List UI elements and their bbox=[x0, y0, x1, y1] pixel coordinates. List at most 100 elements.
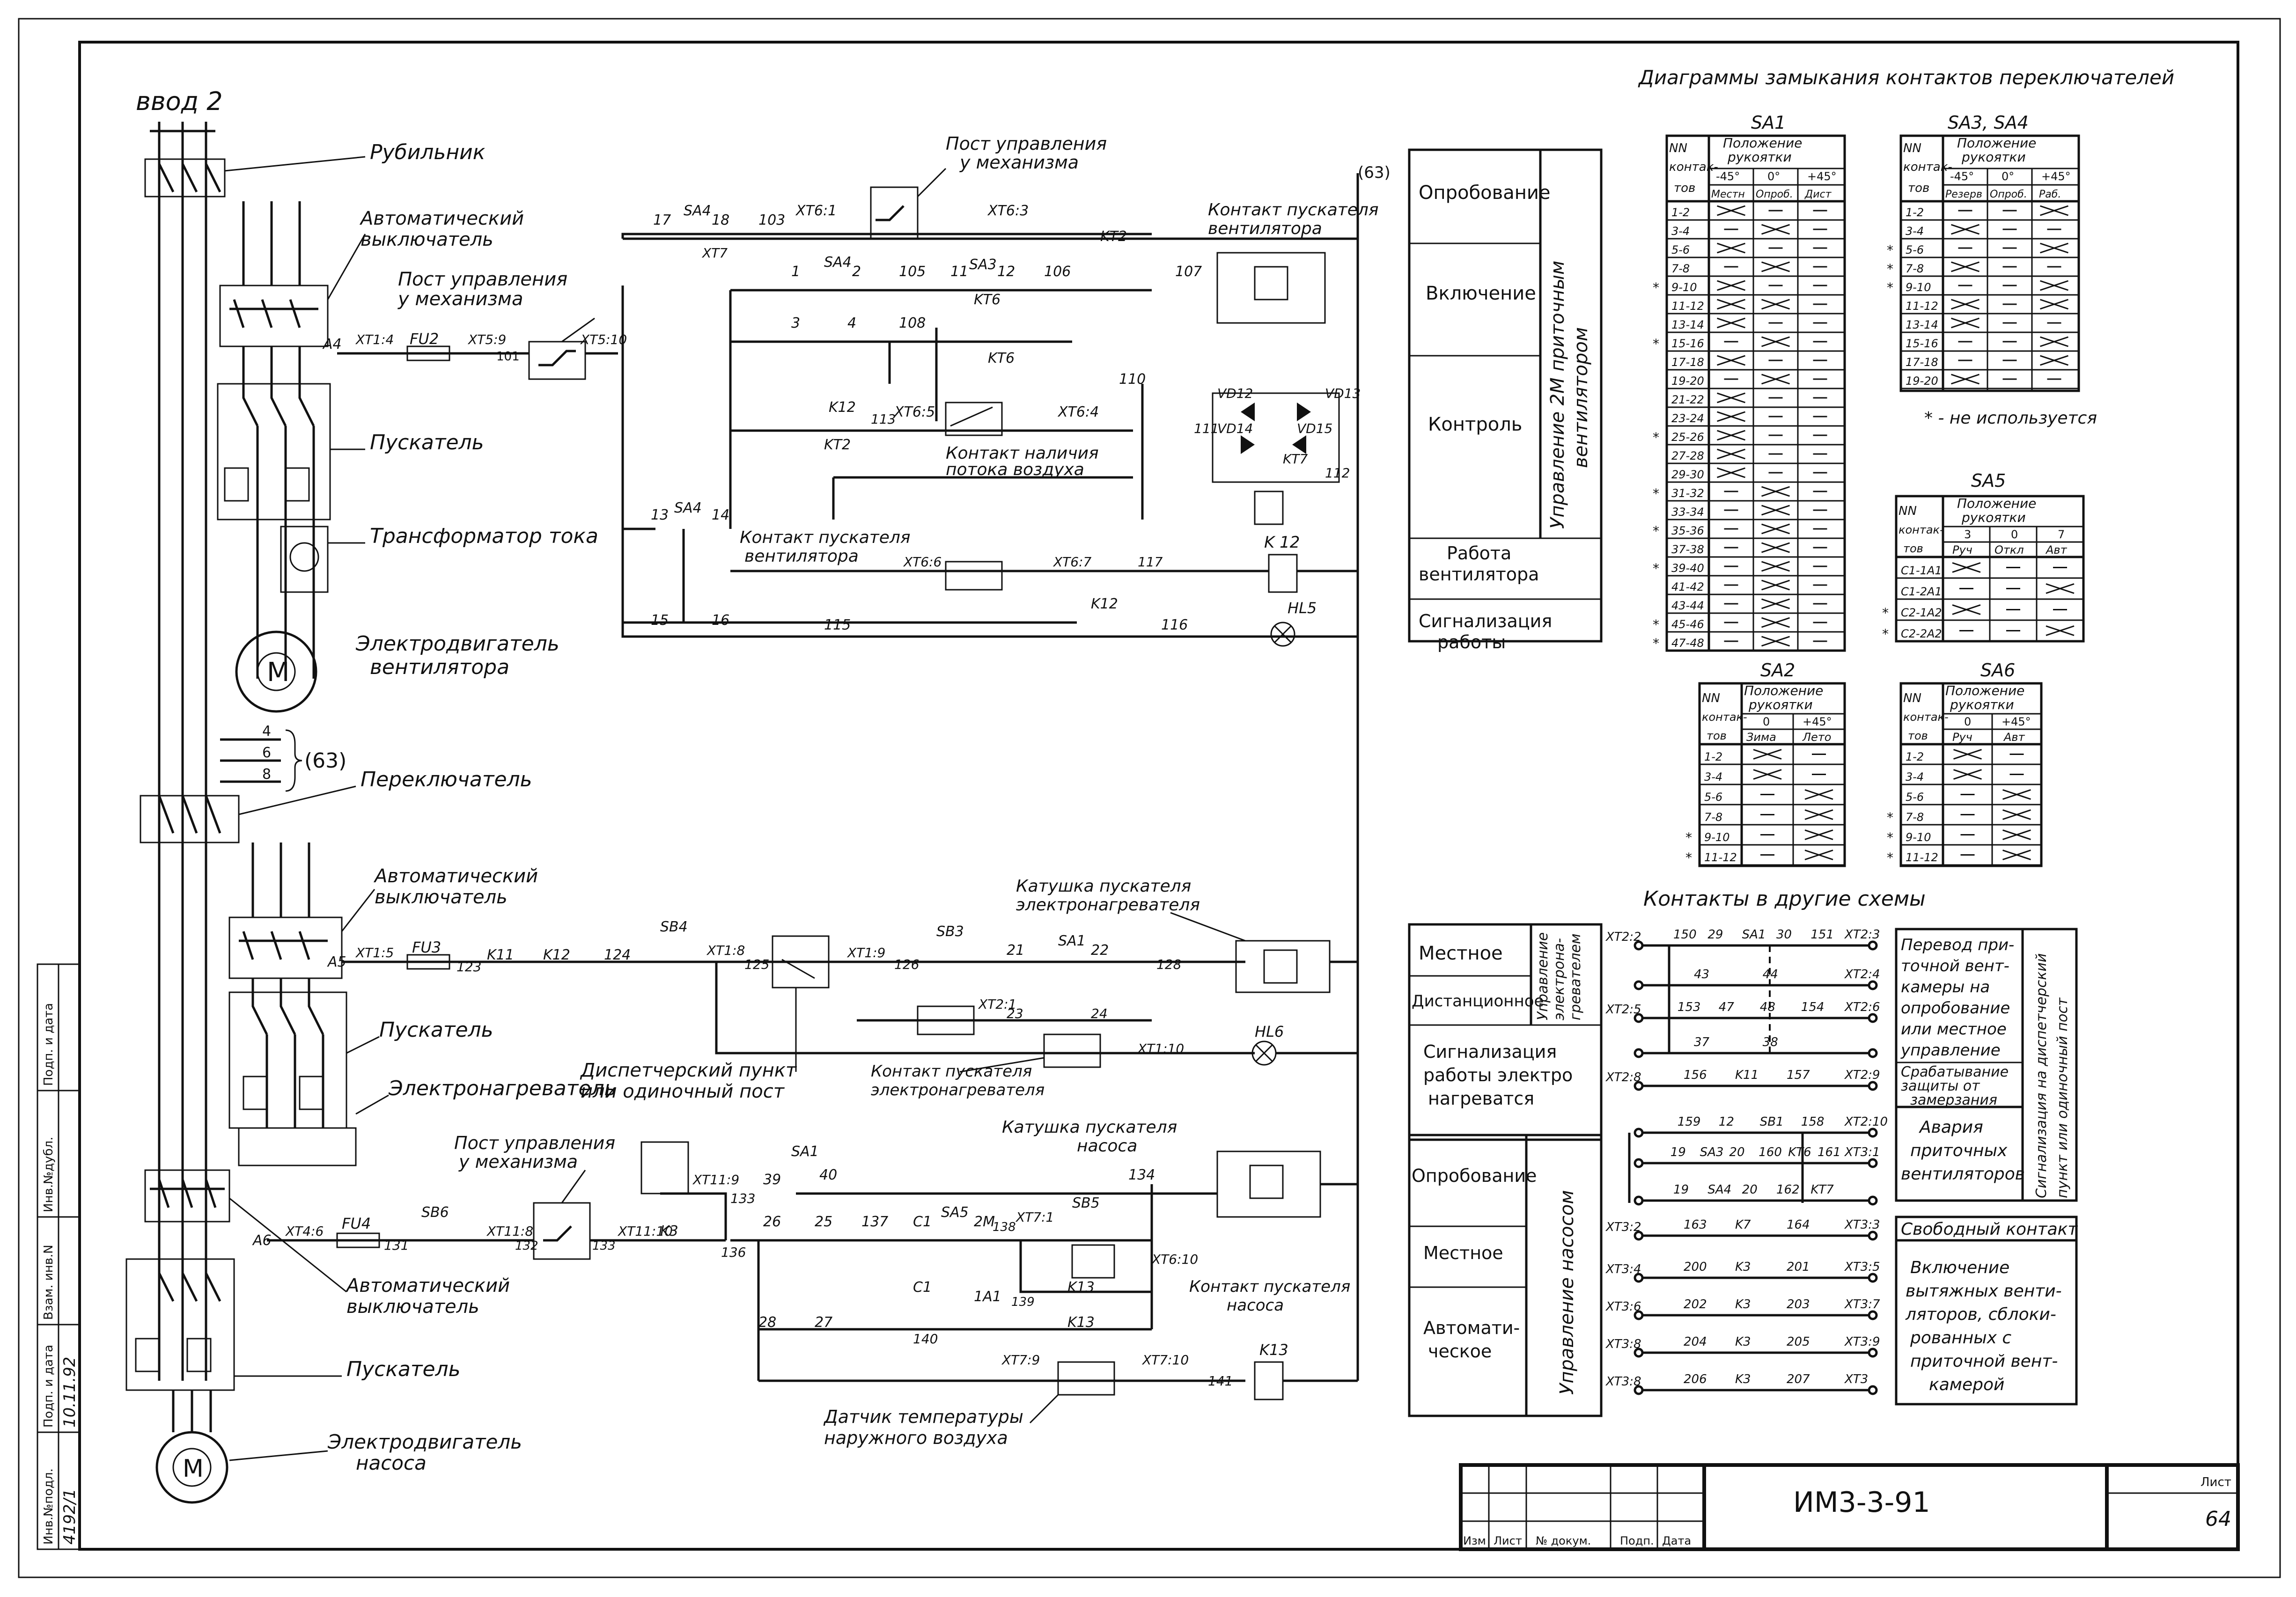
svg-text:XT2:4: XT2:4 bbox=[1844, 967, 1880, 982]
table-sa1-contact: 41-42 bbox=[1671, 580, 1704, 593]
svg-text:вытяжных венти-: вытяжных венти- bbox=[1906, 1282, 2062, 1301]
table-sa1-closed-mark bbox=[1717, 430, 1745, 441]
svg-text:Опроб.: Опроб. bbox=[1990, 189, 2027, 200]
svg-text:22: 22 bbox=[1091, 942, 1109, 959]
table-sa1-closed-mark bbox=[1717, 280, 1745, 291]
svg-text:115: 115 bbox=[824, 617, 851, 633]
table-sa34-contact: 15-16 bbox=[1906, 337, 1938, 350]
svg-text:K11: K11 bbox=[1735, 1068, 1759, 1082]
svg-text:2M: 2M bbox=[974, 1214, 995, 1230]
svg-text:107: 107 bbox=[1175, 264, 1202, 280]
svg-text:SA3: SA3 bbox=[1700, 1145, 1724, 1159]
table-sa1-contact: 47-48 bbox=[1671, 637, 1704, 650]
table-sa1-contact: 15-16 bbox=[1671, 337, 1704, 350]
table-sa6-contact: 1-2 bbox=[1906, 750, 1924, 763]
table-sa2-contact: 11-12 bbox=[1704, 851, 1737, 864]
starter-3 bbox=[125, 1258, 235, 1391]
table-sa34-contact: 9-10 bbox=[1906, 281, 1931, 294]
svg-text:XT2:5: XT2:5 bbox=[1605, 1003, 1641, 1017]
label-starter-3: Пускатель bbox=[346, 1357, 461, 1381]
svg-text:28: 28 bbox=[758, 1314, 776, 1331]
svg-text:KT6: KT6 bbox=[1788, 1145, 1811, 1159]
table-sa1-unused-mark: * bbox=[1653, 486, 1659, 501]
tb-sheet-label: Лист bbox=[2200, 1475, 2231, 1489]
svg-text:K13: K13 bbox=[1259, 1341, 1288, 1359]
svg-text:20: 20 bbox=[1729, 1145, 1744, 1159]
table-sa6-contact: 5-6 bbox=[1906, 791, 1924, 804]
table-sa6-closed-mark bbox=[1953, 749, 1982, 760]
brace-wire-8: 8 bbox=[262, 766, 271, 783]
table-sa34-unused-mark: * bbox=[1887, 242, 1893, 258]
mode-table-1: Опробование Включение Контроль Работа ве… bbox=[1408, 148, 1603, 652]
right-title: Диаграммы замыкания контактов переключат… bbox=[1638, 66, 2174, 89]
table-sa1-closed-mark bbox=[1717, 355, 1745, 366]
table-sa1-unused-mark: * bbox=[1653, 336, 1659, 352]
table-sa5-closed-mark bbox=[1952, 562, 1981, 573]
svg-text:163: 163 bbox=[1684, 1218, 1707, 1232]
svg-text:SB5: SB5 bbox=[1072, 1195, 1100, 1211]
svg-text:15: 15 bbox=[651, 612, 669, 629]
svg-text:тов: тов bbox=[1674, 181, 1695, 195]
svg-text:XT2:6: XT2:6 bbox=[1844, 1000, 1880, 1014]
svg-text:K7: K7 bbox=[1735, 1218, 1751, 1232]
svg-text:XT3: XT3 bbox=[1844, 1372, 1868, 1386]
wire-xt14: XT1:4 bbox=[355, 332, 394, 347]
svg-text:K3: K3 bbox=[1735, 1372, 1751, 1386]
table-sa1-closed-mark bbox=[1761, 261, 1790, 272]
svg-text:XT11:10: XT11:10 bbox=[617, 1223, 673, 1239]
svg-text:133: 133 bbox=[730, 1191, 755, 1206]
table-sa2-closed-mark bbox=[1753, 769, 1782, 780]
table-sa1-closed-mark bbox=[1761, 505, 1790, 516]
diode-bridge: VD12 VD13 VD14 VD15 111 112 KT7 bbox=[1194, 386, 1361, 525]
table-sa34-contact: 13-14 bbox=[1906, 318, 1938, 331]
table-sa1-contact: 33-34 bbox=[1671, 505, 1704, 519]
label-starter-2: Пускатель bbox=[379, 1018, 493, 1042]
frame-inner bbox=[78, 41, 2239, 1551]
svg-text:125: 125 bbox=[744, 957, 769, 972]
wire-xt59: XT5:9 bbox=[467, 332, 506, 347]
table-sa1-contact: 39-40 bbox=[1671, 562, 1704, 575]
svg-text:SB4: SB4 bbox=[660, 919, 688, 935]
frame-outer bbox=[18, 18, 2281, 1578]
wire-101: 101 bbox=[496, 350, 520, 364]
svg-text:HL5: HL5 bbox=[1288, 599, 1317, 617]
label-pump-coil-b: насоса bbox=[1077, 1136, 1137, 1156]
svg-text:XT1:9: XT1:9 bbox=[846, 945, 885, 960]
svg-text:13: 13 bbox=[651, 507, 669, 523]
starter-2 bbox=[228, 991, 347, 1129]
svg-text:тов: тов bbox=[1908, 729, 1928, 742]
svg-text:C1: C1 bbox=[913, 1279, 932, 1296]
stamp-label-2: Подп. и дата bbox=[42, 1345, 56, 1428]
svg-text:136: 136 bbox=[721, 1245, 746, 1260]
svg-text:K3: K3 bbox=[1735, 1260, 1751, 1274]
svg-text:19: 19 bbox=[1670, 1145, 1686, 1159]
svg-text:19: 19 bbox=[1673, 1183, 1689, 1197]
svg-text:KT7: KT7 bbox=[1283, 451, 1308, 467]
svg-text:141: 141 bbox=[1208, 1373, 1233, 1389]
tb-col-2: Лист bbox=[1494, 1534, 1522, 1547]
svg-text:K11: K11 bbox=[487, 947, 514, 963]
table-sa34-closed-mark bbox=[1951, 299, 1980, 310]
svg-text:защиты от: защиты от bbox=[1901, 1078, 1980, 1094]
label-fan-motor-a: Электродвигатель bbox=[355, 632, 559, 656]
svg-text:XT2:1: XT2:1 bbox=[978, 996, 1016, 1012]
table-sa34: SA3, SA4 NN контак- тов Положение рукоят… bbox=[1887, 112, 2080, 392]
svg-text:139: 139 bbox=[1011, 1295, 1035, 1309]
svg-text:XT6:5: XT6:5 bbox=[893, 404, 935, 420]
table-sa2: SA2 NN контак- тов Положение рукоятки 0 … bbox=[1685, 660, 1846, 867]
svg-text:12: 12 bbox=[1719, 1115, 1734, 1129]
svg-text:KT6: KT6 bbox=[988, 350, 1015, 366]
svg-text:XT6:1: XT6:1 bbox=[795, 203, 837, 219]
table-sa1-unused-mark: * bbox=[1653, 617, 1659, 632]
svg-text:0: 0 bbox=[1964, 715, 1971, 728]
svg-text:приточных: приточных bbox=[1910, 1141, 2008, 1160]
table-sa1-closed-mark bbox=[1717, 392, 1745, 403]
svg-text:0°: 0° bbox=[2002, 170, 2014, 183]
table-sa6-contact: 11-12 bbox=[1906, 851, 1938, 864]
table-sa1-unused-mark: * bbox=[1653, 636, 1659, 651]
svg-text:или местное: или местное bbox=[1901, 1020, 2007, 1039]
table-sa1-closed-mark bbox=[1717, 467, 1745, 478]
svg-text:XT2:10: XT2:10 bbox=[1844, 1115, 1888, 1129]
svg-text:162: 162 bbox=[1776, 1183, 1800, 1197]
label-auto-switch-3a: Автоматический bbox=[345, 1275, 510, 1297]
